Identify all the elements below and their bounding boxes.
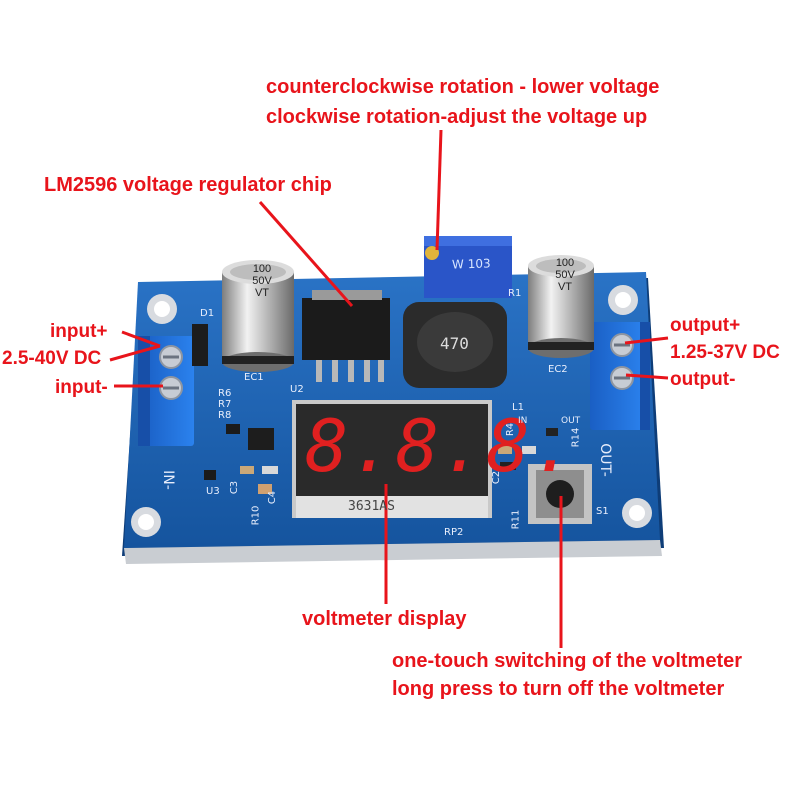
silk-ec1: EC1 bbox=[244, 372, 264, 383]
silk-r7: R7 bbox=[218, 399, 232, 410]
push-button bbox=[528, 464, 592, 524]
silk-ec2: EC2 bbox=[548, 364, 568, 375]
silk-r8: R8 bbox=[218, 410, 232, 421]
cap-right-line: 50V bbox=[555, 269, 575, 281]
input-minus-callout: input- bbox=[55, 377, 108, 398]
silk-u3: U3 bbox=[206, 486, 220, 497]
display-callout: voltmeter display bbox=[302, 608, 467, 630]
button-callout-line1: one-touch switching of the voltmeter bbox=[392, 650, 743, 672]
voltmeter-display bbox=[292, 400, 492, 518]
silk-in: IN- bbox=[159, 470, 176, 490]
inductor-marking: 470 bbox=[440, 334, 469, 353]
cap-right-line: VT bbox=[557, 281, 573, 293]
potentiometer-callout-line2: clockwise rotation-adjust the voltage up bbox=[266, 106, 648, 128]
silk-out: OUT- bbox=[596, 443, 613, 477]
silk-out-small: OUT bbox=[561, 416, 581, 426]
silk-c4: C4 bbox=[267, 490, 279, 505]
button-callout-line2: long press to turn off the voltmeter bbox=[392, 678, 725, 700]
silk-rp2: RP2 bbox=[444, 527, 464, 538]
silk-r6: R6 bbox=[218, 388, 232, 399]
silk-s1: S1 bbox=[596, 506, 609, 517]
diode bbox=[192, 324, 208, 366]
pot-marking: W 103 bbox=[451, 256, 491, 272]
smd-components bbox=[204, 424, 558, 494]
silk-c3: C3 bbox=[229, 480, 241, 495]
inductor bbox=[403, 302, 507, 388]
output-minus-callout: output- bbox=[670, 369, 736, 390]
display-digits: 8.8.8. bbox=[305, 404, 578, 488]
silk-r11: R11 bbox=[510, 509, 522, 530]
input-plus-callout: input+ bbox=[50, 321, 108, 342]
silk-r10: R10 bbox=[250, 505, 262, 526]
silk-c2: C2 bbox=[491, 470, 503, 485]
input-terminal-block bbox=[138, 336, 194, 446]
silk-in-small: IN bbox=[518, 416, 528, 426]
mounting-holes bbox=[131, 285, 652, 537]
cap-right-marking: 100 50V VT bbox=[550, 257, 580, 293]
capacitor-ec1 bbox=[222, 260, 294, 372]
cap-left-line: VT bbox=[254, 287, 270, 299]
capacitor-ec2 bbox=[528, 255, 594, 358]
potentiometer-callout-line1: counterclockwise rotation - lower voltag… bbox=[266, 76, 660, 98]
display-part-number: 3631AS bbox=[348, 499, 395, 514]
chip-callout: LM2596 voltage regulator chip bbox=[44, 174, 332, 196]
silk-u2: U2 bbox=[290, 384, 304, 395]
annotation-leaders bbox=[109, 129, 669, 648]
cap-right-line: 100 bbox=[555, 257, 575, 269]
output-range-callout: 1.25-37V DC bbox=[670, 342, 780, 363]
potentiometer bbox=[424, 236, 512, 298]
silk-d1: D1 bbox=[200, 308, 215, 319]
silk-l1: L1 bbox=[512, 402, 524, 413]
cap-left-line: 100 bbox=[252, 263, 272, 275]
regulator-chip bbox=[302, 290, 390, 382]
silk-r1: R1 bbox=[508, 288, 522, 299]
cap-left-line: 50V bbox=[252, 275, 272, 287]
silk-r4: R4 bbox=[505, 422, 517, 437]
output-plus-callout: output+ bbox=[670, 315, 741, 336]
silk-r14: R14 bbox=[570, 427, 582, 448]
input-range-callout: 2.5-40V DC bbox=[2, 348, 102, 369]
cap-left-marking: 100 50V VT bbox=[247, 263, 277, 299]
